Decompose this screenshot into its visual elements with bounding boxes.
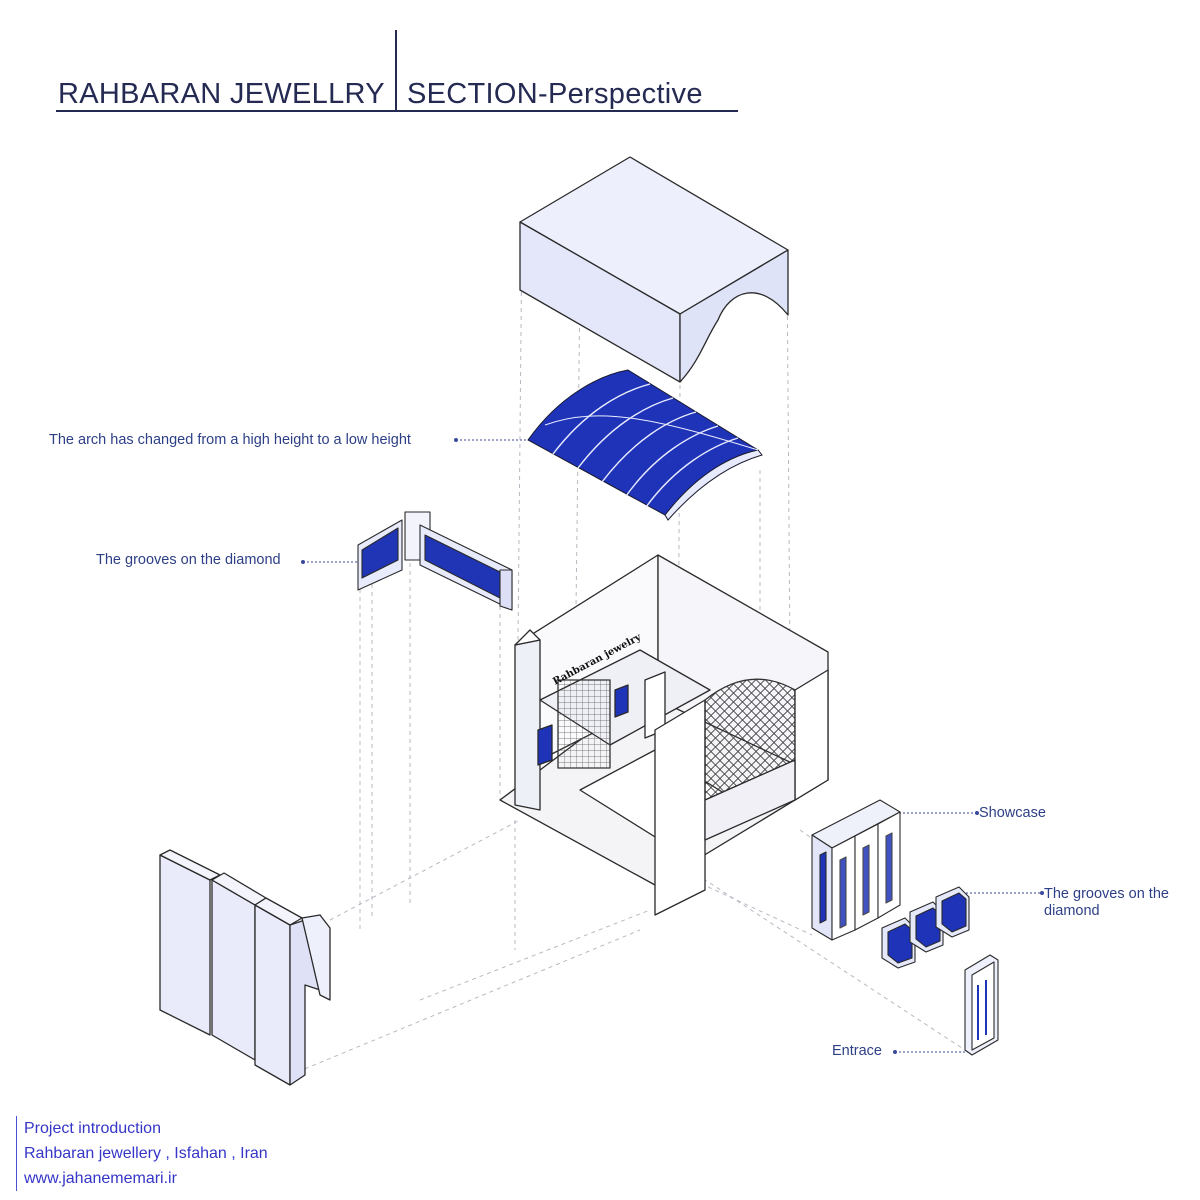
footer-location: Rahbaran jewellery , Isfahan , Iran [24,1145,268,1162]
footer-credits: Project introduction Rahbaran jewellery … [16,1116,268,1191]
title-divider [395,30,397,110]
callout-entrance: Entrace [832,1043,882,1059]
facade-wall-pieces [159,849,331,1086]
projection-lines [289,227,966,1076]
roof-block [519,156,789,383]
callout-grooves-lower: The grooves on the diamond [1044,886,1169,919]
entrance-door [964,954,999,1056]
callout-arch: The arch has changed from a high height … [49,432,411,448]
title-project-name: RAHBARAN JEWELLRY [58,78,385,110]
callout-showcase: Showcase [979,805,1046,821]
leader-dots [301,438,1044,1054]
title-drawing-type: SECTION-Perspective [407,78,703,110]
footer-website-link[interactable]: www.jahanememari.ir [24,1170,177,1187]
lower-groove-pieces [881,886,970,969]
title-underline [56,110,738,112]
footer-heading: Project introduction [24,1120,161,1137]
upper-groove-panel [357,511,513,611]
room-box [499,554,829,916]
showcase-units [811,799,901,941]
callout-grooves-upper: The grooves on the diamond [96,552,281,568]
leader-lines [303,439,1042,1053]
blue-arch-ceiling [527,369,763,521]
